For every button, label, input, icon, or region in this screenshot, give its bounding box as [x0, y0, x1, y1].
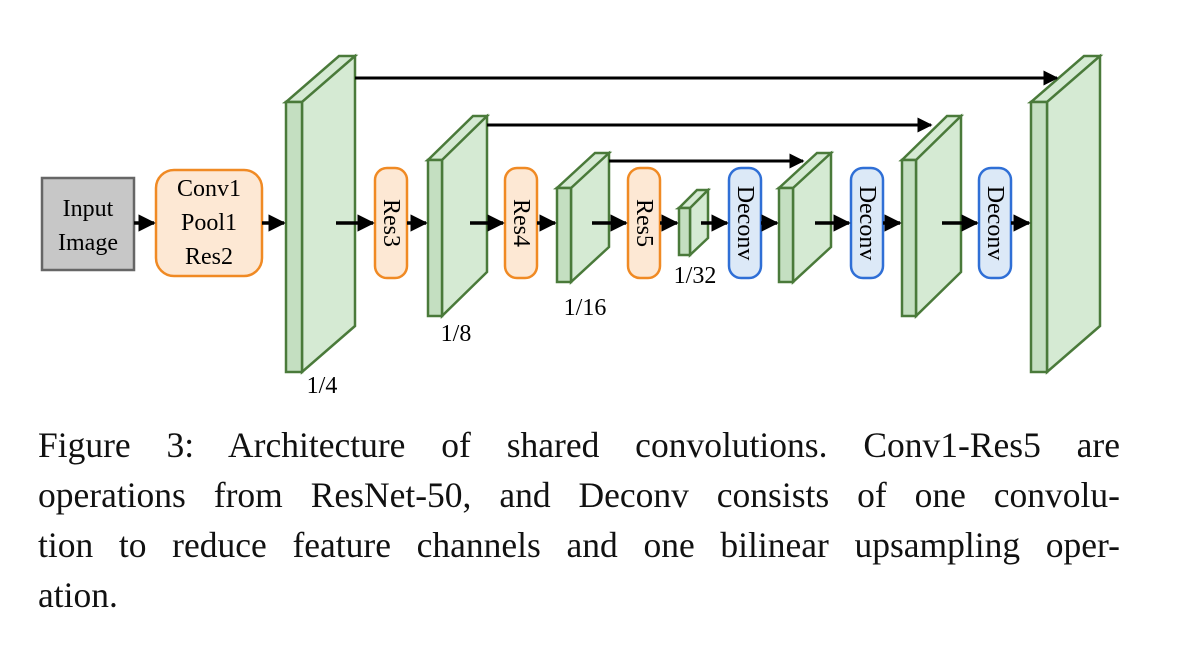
res5-label: Res5 — [631, 199, 657, 247]
stem-line1: Conv1 — [177, 176, 241, 202]
feature-map-up-1-8 — [898, 113, 965, 319]
scale-label-1-32: 1/32 — [674, 263, 717, 289]
stem-block: Conv1 Pool1 Res2 — [154, 168, 264, 278]
deconv-label-3: Deconv — [982, 186, 1008, 261]
res4-label: Res4 — [508, 199, 534, 247]
stem-line3: Res2 — [185, 244, 233, 270]
skip-connections — [355, 70, 1059, 169]
figure-caption: Figure 3: Architecture of shared convolu… — [38, 420, 1120, 620]
feature-map-up-1-4 — [1026, 53, 1104, 375]
res3-label: Res3 — [378, 199, 404, 247]
caption-line-3: tion to reduce feature channels and one … — [38, 525, 1120, 565]
deconv-label-2: Deconv — [854, 186, 880, 261]
scale-label-1-8: 1/8 — [441, 321, 472, 347]
feature-map-1-8 — [424, 113, 491, 319]
feature-map-up-1-16 — [774, 150, 835, 285]
input-label-line2: Image — [58, 230, 118, 256]
feature-map-1-4 — [281, 53, 359, 375]
res4-block: Res4 — [503, 166, 539, 280]
deconv-label-1: Deconv — [732, 186, 758, 261]
deconv-block-2: Deconv — [849, 166, 885, 280]
scale-label-1-16: 1/16 — [564, 295, 607, 321]
deconv-block-3: Deconv — [977, 166, 1013, 280]
input-label-line1: Input — [63, 196, 114, 222]
stem-line2: Pool1 — [181, 210, 237, 236]
caption-line-1: Figure 3: Architecture of shared convolu… — [38, 425, 1120, 465]
feature-map-1-16 — [552, 150, 613, 285]
caption-line-2: operations from ResNet-50, and Deconv co… — [38, 475, 1120, 515]
caption-line-4: ation. — [38, 575, 118, 615]
architecture-diagram: Input Image Conv1 Pool1 Res2 — [40, 53, 1104, 399]
res5-block: Res5 — [626, 166, 662, 280]
scale-label-1-4: 1/4 — [307, 373, 338, 399]
deconv-block-1: Deconv — [727, 166, 763, 280]
res3-block: Res3 — [373, 166, 409, 280]
input-image-node: Input Image — [40, 176, 136, 272]
feature-map-1-32 — [674, 187, 712, 258]
